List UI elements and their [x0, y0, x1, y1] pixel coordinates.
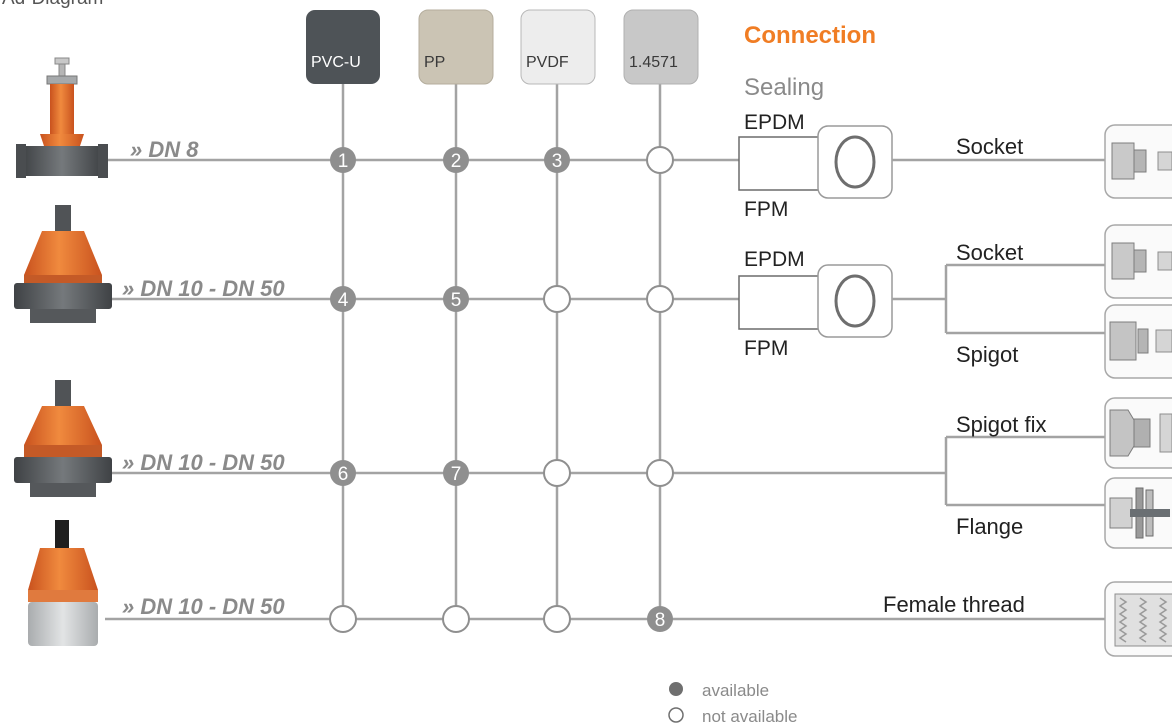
- seal-top-label: EPDM: [744, 248, 805, 271]
- node-available: 5: [443, 286, 469, 312]
- sealing-title: Sealing: [744, 74, 824, 101]
- material-label: PVC-U: [311, 54, 361, 71]
- material-header-pvdf: PVDF: [520, 9, 596, 85]
- seal-bottom-label: FPM: [744, 337, 788, 360]
- legend-available-marker: [669, 682, 683, 696]
- connector-socket-icon: [1104, 124, 1172, 199]
- node-number: 5: [451, 290, 462, 311]
- connector-spigot-icon: [1104, 304, 1172, 379]
- connector-flange-icon: [1104, 477, 1172, 549]
- node-not-available: [442, 605, 470, 633]
- row-size-label: » DN 10 - DN 50: [122, 450, 285, 475]
- node-available: 7: [443, 460, 469, 486]
- node-available: 2: [443, 147, 469, 173]
- node-available: 6: [330, 460, 356, 486]
- node-not-available: [543, 459, 571, 487]
- material-label: PP: [424, 54, 445, 71]
- node-not-available: [646, 146, 674, 174]
- connection-label: Flange: [956, 514, 1023, 539]
- node-not-available: [646, 285, 674, 313]
- seal-top-label: EPDM: [744, 111, 805, 134]
- material-header-pvcu: PVC-U: [306, 10, 380, 84]
- valve-pp-image: [14, 380, 112, 497]
- node-number: 8: [655, 610, 666, 631]
- node-number: 1: [338, 151, 349, 172]
- connector-socket-icon: [1104, 224, 1172, 299]
- grid-nodes: 1 2 3 4 5 6 7 8: [329, 146, 674, 633]
- connector-female-thread-icon: [1104, 581, 1172, 657]
- node-not-available: [646, 459, 674, 487]
- material-header-pp: PP: [418, 9, 494, 85]
- node-not-available: [543, 605, 571, 633]
- node-number: 2: [451, 151, 462, 172]
- node-number: 3: [552, 151, 563, 172]
- material-label: PVDF: [526, 54, 569, 71]
- o-ring-icon: [834, 135, 876, 189]
- node-available: 3: [544, 147, 570, 173]
- node-available: 8: [647, 606, 673, 632]
- node-not-available: [543, 285, 571, 313]
- row-size-label: » DN 8: [130, 137, 199, 162]
- legend-not-available-label: not available: [702, 707, 797, 724]
- material-lines: [341, 82, 662, 620]
- seal-bottom-label: FPM: [744, 198, 788, 221]
- valve-steel-image: [28, 520, 98, 646]
- valve-dn8-image: [16, 57, 108, 178]
- connector-spigot-fix-icon: [1104, 397, 1172, 469]
- node-number: 7: [451, 464, 462, 485]
- o-ring-icon: [834, 274, 876, 328]
- connection-title: Connection: [744, 22, 876, 49]
- row-size-label: » DN 10 - DN 50: [122, 276, 285, 301]
- material-header-steel: 1.4571: [623, 9, 699, 85]
- node-not-available: [329, 605, 357, 633]
- connection-label: Spigot: [956, 342, 1018, 367]
- node-available: 4: [330, 286, 356, 312]
- sealing-block-row2: EPDM FPM: [738, 248, 893, 360]
- connection-label: Female thread: [883, 592, 1025, 617]
- page-label: Ad-Diagram: [2, 0, 103, 9]
- node-number: 6: [338, 464, 349, 485]
- connection-lines: [892, 158, 1105, 507]
- connection-label: Socket: [956, 240, 1023, 265]
- node-available: 1: [330, 147, 356, 173]
- connection-label: Socket: [956, 134, 1023, 159]
- legend-available-label: available: [702, 681, 769, 700]
- legend: available not available: [668, 681, 797, 724]
- row-size-label: » DN 10 - DN 50: [122, 594, 285, 619]
- valve-pvc-image: [14, 205, 112, 323]
- node-number: 4: [338, 290, 349, 311]
- material-label: 1.4571: [629, 54, 678, 71]
- row-lines: [105, 158, 1105, 621]
- sealing-block-row1: EPDM FPM: [738, 111, 893, 221]
- connection-label: Spigot fix: [956, 412, 1047, 437]
- legend-not-available-marker: [668, 707, 684, 723]
